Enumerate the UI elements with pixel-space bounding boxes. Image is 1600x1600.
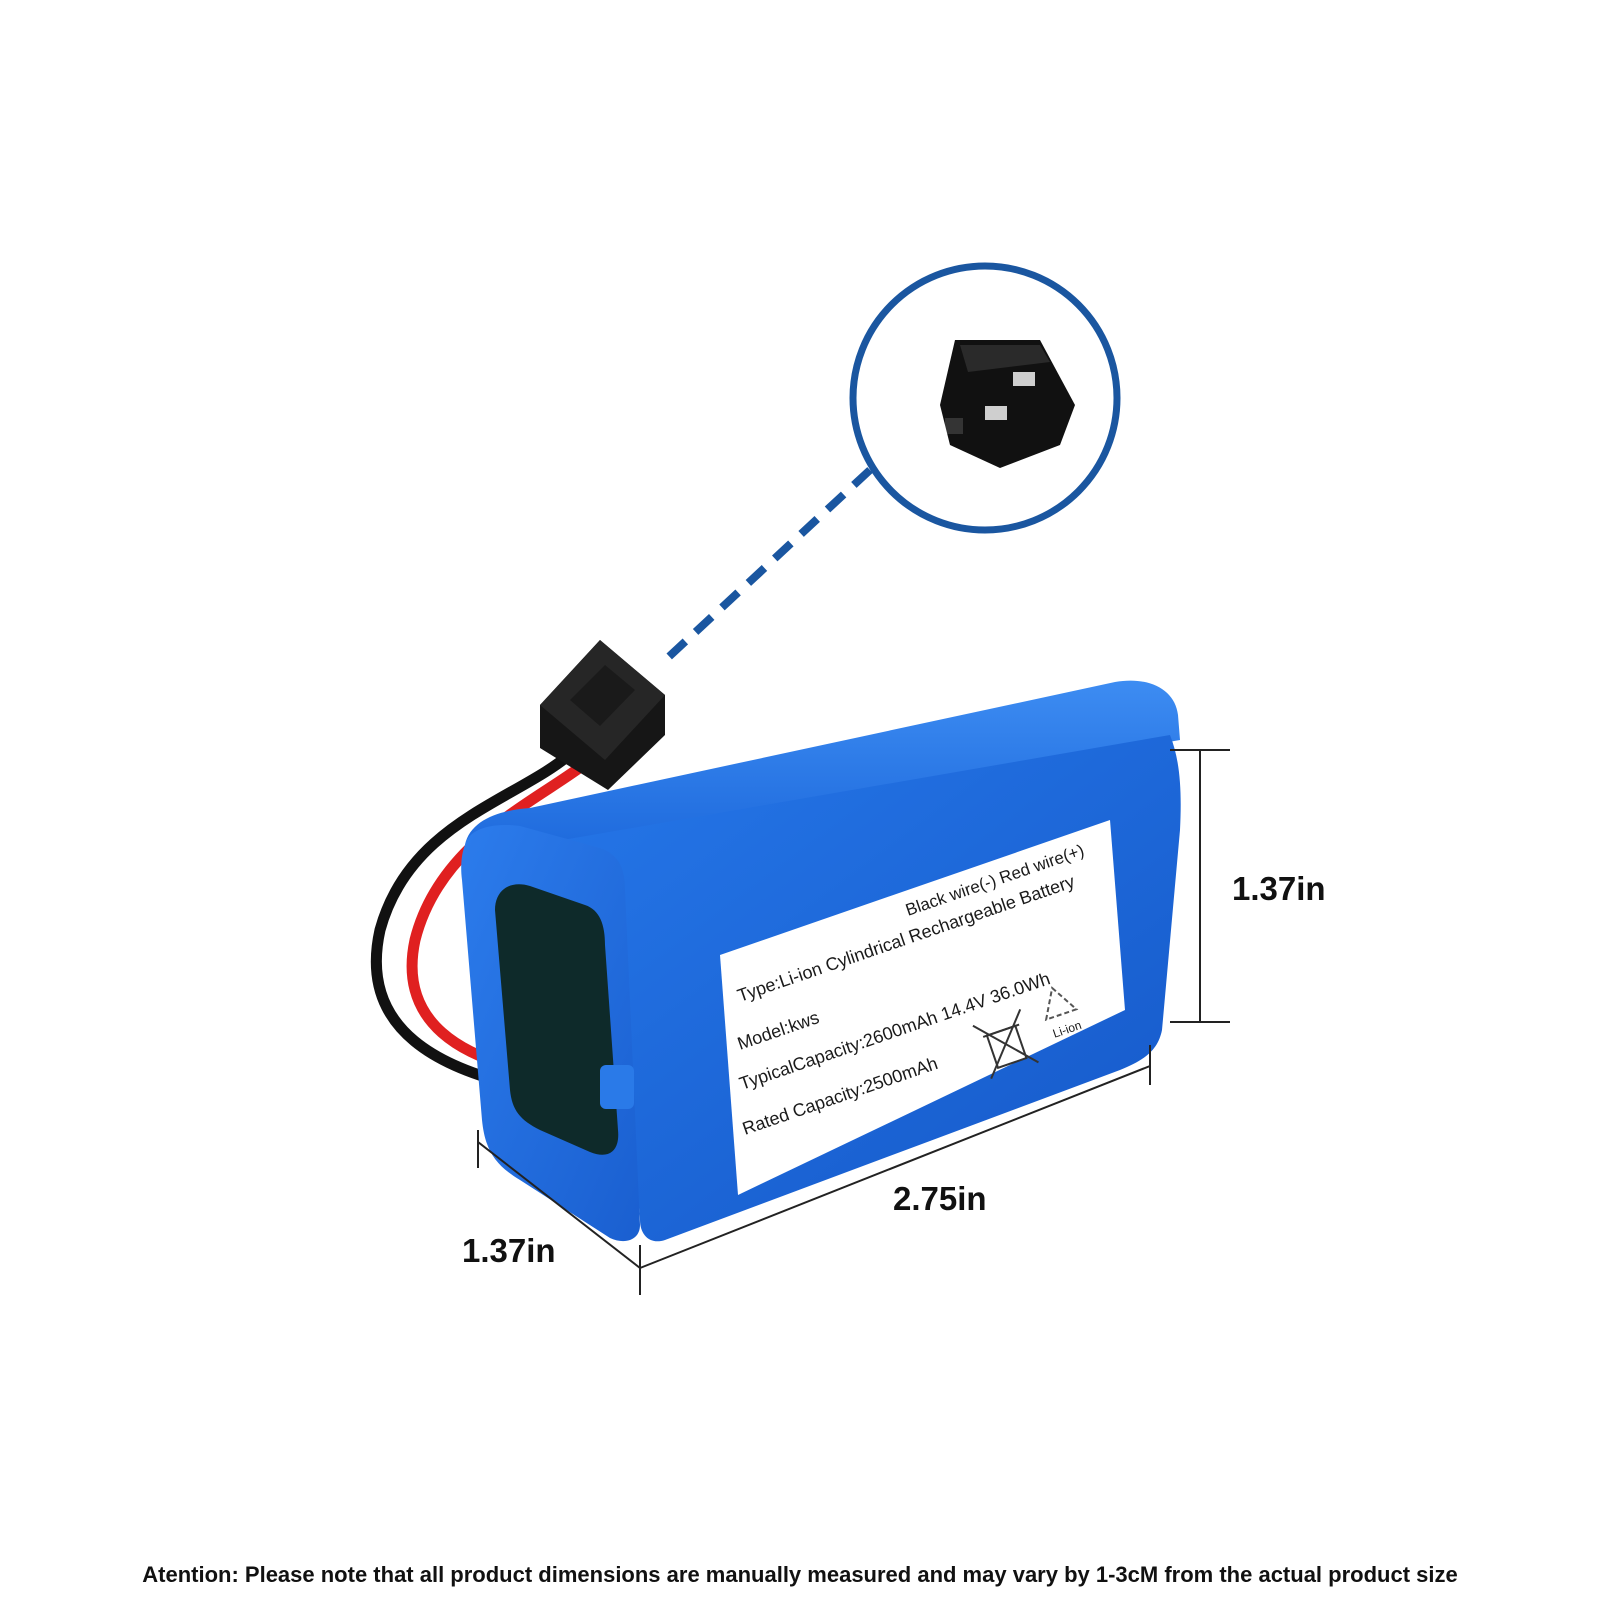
callout-leader-line bbox=[657, 467, 873, 668]
spec-label: Black wire(-) Red wire(+) Type:Li-ion Cy… bbox=[720, 820, 1125, 1195]
connector-callout bbox=[849, 262, 1121, 534]
weee-bin-icon bbox=[972, 1009, 1039, 1080]
disclaimer-note: Atention: Please note that all product d… bbox=[142, 1562, 1458, 1587]
dimension-height: 1.37in bbox=[1170, 749, 1326, 1023]
width-label: 1.37in bbox=[462, 1232, 556, 1269]
length-label: 2.75in bbox=[893, 1180, 987, 1217]
connector-closeup-icon bbox=[940, 340, 1075, 468]
cable-connector bbox=[540, 640, 665, 790]
height-label: 1.37in bbox=[1232, 870, 1326, 907]
dimension-width: 1.37in bbox=[462, 1130, 641, 1269]
dimension-length: 2.75in bbox=[639, 1045, 1151, 1295]
